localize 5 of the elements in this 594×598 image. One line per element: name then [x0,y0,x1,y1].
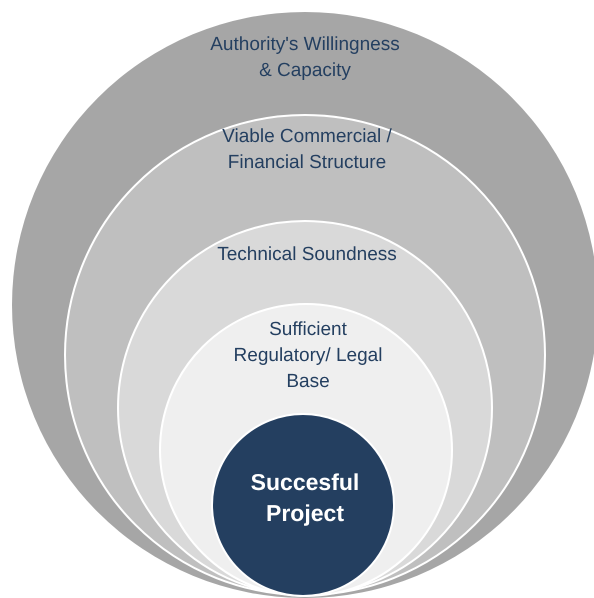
circle-label: Succesful Project [250,468,360,528]
circle-label: Sufficient Regulatory/ Legal Base [232,318,384,394]
circle-label: Viable Commercial / Financial Structure [221,125,393,175]
circle-label: Technical Soundness [216,243,398,267]
circle-label: Authority's Willingness & Capacity [209,33,401,83]
